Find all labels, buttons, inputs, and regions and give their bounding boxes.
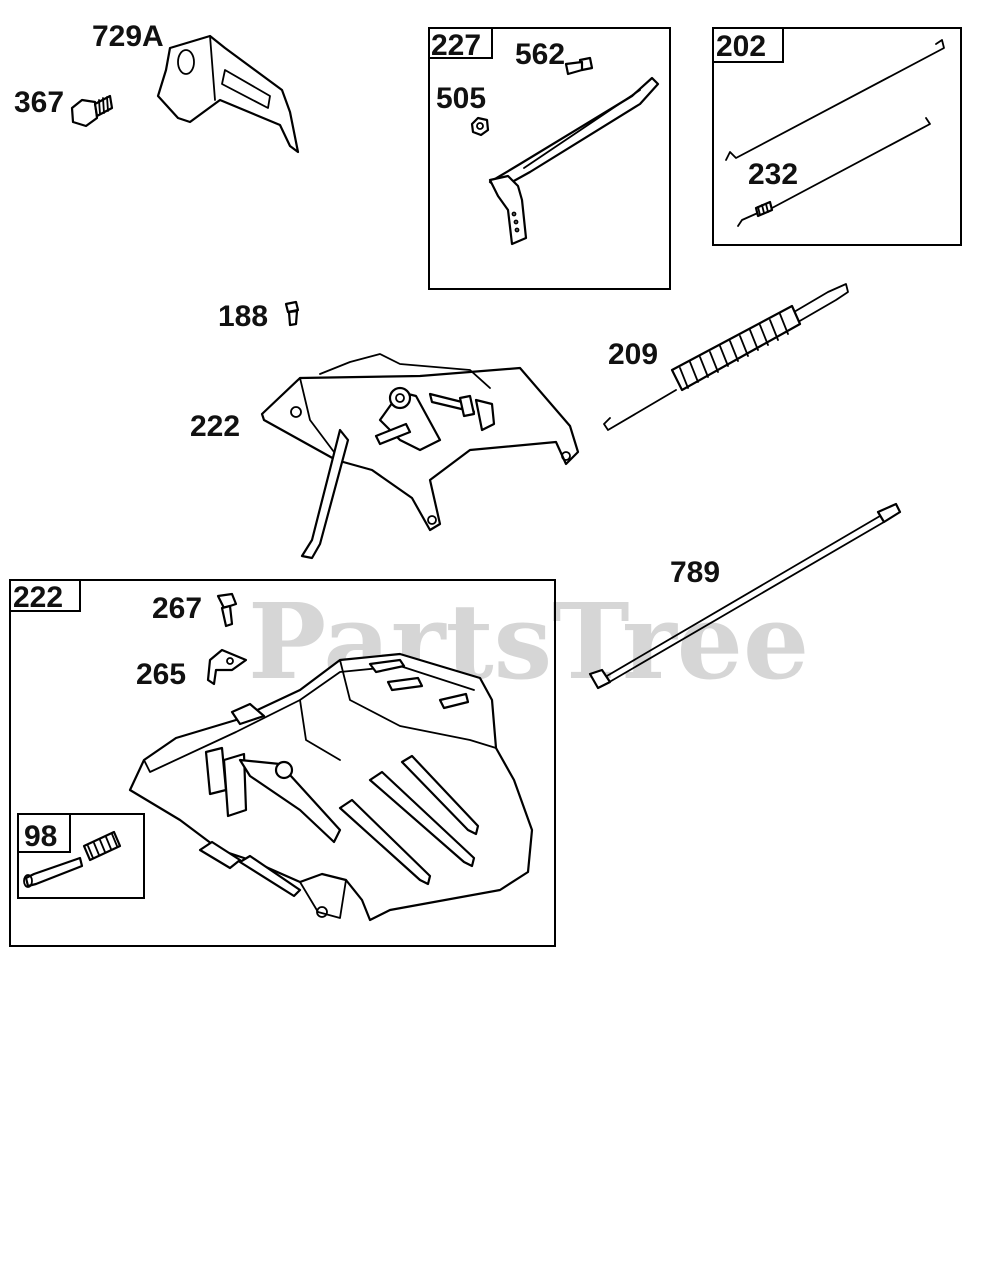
callout-367: 367 xyxy=(14,86,64,119)
part-562-screw[interactable] xyxy=(564,56,594,76)
callout-729a: 729A xyxy=(92,20,164,53)
box-227 xyxy=(428,27,671,290)
callout-232: 232 xyxy=(748,158,798,191)
callout-222-top: 222 xyxy=(190,410,240,443)
callout-188: 188 xyxy=(218,300,268,333)
part-265-clip[interactable] xyxy=(206,648,248,686)
callout-98: 98 xyxy=(24,820,57,853)
box-202-label-frame xyxy=(712,27,784,63)
callout-202: 202 xyxy=(716,30,766,63)
part-222-control-bracket[interactable] xyxy=(260,353,580,560)
box-98-label-frame xyxy=(17,813,71,853)
box-98 xyxy=(17,813,145,899)
part-222-base-plate[interactable] xyxy=(128,652,534,922)
part-789-cable[interactable] xyxy=(588,502,902,690)
part-209-governor-spring[interactable] xyxy=(603,283,849,431)
part-98-pin-spring[interactable] xyxy=(23,830,122,888)
box-202 xyxy=(712,27,962,246)
part-188-screw[interactable] xyxy=(284,300,300,327)
callout-227: 227 xyxy=(431,29,481,62)
box-227-label-frame xyxy=(428,27,493,59)
part-202-governor-link[interactable] xyxy=(725,39,945,161)
part-729a-bracket[interactable] xyxy=(156,34,300,154)
callout-267: 267 xyxy=(152,592,202,625)
part-267-screw[interactable] xyxy=(216,592,238,628)
part-232-link-spring[interactable] xyxy=(737,117,931,227)
part-367-bolt[interactable] xyxy=(70,94,114,128)
part-227-control-lever[interactable] xyxy=(488,76,660,246)
callout-562: 562 xyxy=(515,38,565,71)
box-222 xyxy=(9,579,556,947)
box-222-label-frame xyxy=(9,579,81,612)
callout-505: 505 xyxy=(436,82,486,115)
callout-209: 209 xyxy=(608,338,658,371)
callout-222-box: 222 xyxy=(13,581,63,614)
callout-789: 789 xyxy=(670,556,720,589)
callout-265: 265 xyxy=(136,658,186,691)
part-505-nut[interactable] xyxy=(470,116,490,137)
